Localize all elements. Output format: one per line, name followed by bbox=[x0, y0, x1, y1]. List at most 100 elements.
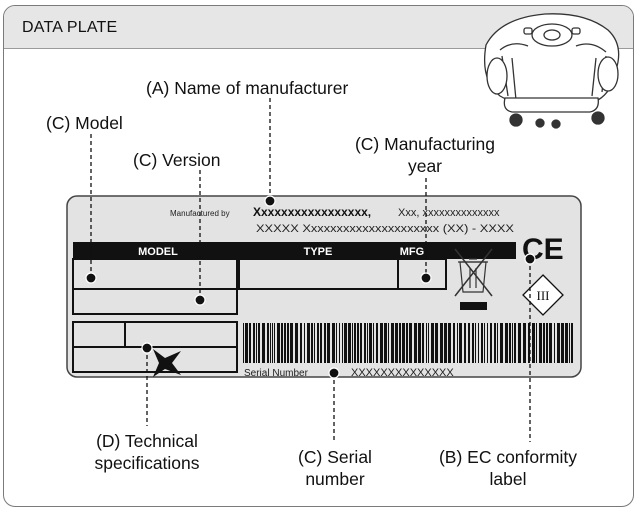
data-plate bbox=[66, 195, 582, 378]
callout-ec-line1: (B) EC conformity bbox=[438, 447, 578, 467]
barcode-bar bbox=[487, 323, 488, 363]
barcode-bar bbox=[327, 323, 330, 363]
class-iii-label: III bbox=[537, 288, 550, 303]
weee-bin-icon bbox=[454, 248, 493, 297]
barcode-bar bbox=[258, 323, 260, 363]
callout-serial-number: (C) Serial number bbox=[270, 446, 400, 490]
barcode-bar bbox=[468, 323, 470, 363]
barcode-bar bbox=[481, 323, 483, 363]
callout-manufacturing-year-line2: year bbox=[407, 156, 443, 176]
callout-ec-line2: label bbox=[489, 469, 527, 489]
barcode-bar bbox=[418, 323, 421, 363]
barcode-bar bbox=[459, 323, 462, 363]
barcode-bar bbox=[431, 323, 434, 363]
barcode-bar bbox=[304, 323, 305, 363]
barcode-bar bbox=[497, 323, 498, 363]
header-bar bbox=[73, 242, 516, 259]
dot-ec bbox=[524, 253, 536, 265]
barcode-bar bbox=[332, 323, 335, 363]
barcode-bar bbox=[475, 323, 476, 363]
plate-boxes bbox=[72, 258, 447, 373]
barcode-bar bbox=[354, 323, 356, 363]
barcode-bar bbox=[367, 323, 368, 363]
barcode-bar bbox=[571, 323, 573, 363]
barcode-bar bbox=[267, 323, 269, 363]
barcode-bar bbox=[274, 323, 275, 363]
barcode-bar bbox=[284, 323, 286, 363]
dot-manufacturer bbox=[264, 195, 276, 207]
barcode-bar bbox=[307, 323, 310, 363]
mfg-box bbox=[397, 258, 447, 290]
type-header: TYPE bbox=[304, 246, 333, 258]
leader-lines bbox=[90, 98, 531, 442]
barcode-bar bbox=[500, 323, 503, 363]
barcode-bar bbox=[364, 323, 366, 363]
barcode-bar bbox=[253, 323, 255, 363]
barcode-bar bbox=[464, 323, 466, 363]
barcode-bar bbox=[494, 323, 496, 363]
barcode-bar bbox=[388, 323, 389, 363]
barcode-bar bbox=[344, 323, 347, 363]
barcode-bar bbox=[311, 323, 313, 363]
callout-technical-line1: (D) Technical bbox=[96, 431, 198, 451]
barcode-bar bbox=[320, 323, 322, 363]
barcode-bar bbox=[314, 323, 315, 363]
callout-serial-line2: number bbox=[305, 469, 365, 489]
callout-dots bbox=[85, 195, 536, 379]
barcode-bar bbox=[549, 323, 552, 363]
barcode-bar bbox=[243, 323, 244, 363]
barcode-bar bbox=[440, 323, 443, 363]
callout-version: (C) Version bbox=[133, 150, 221, 170]
title-divider bbox=[4, 48, 633, 49]
model-box bbox=[72, 258, 238, 315]
barcode-bar bbox=[336, 323, 337, 363]
barcode-bar bbox=[384, 323, 387, 363]
dot-manufacturing-year bbox=[420, 272, 432, 284]
barcode-bar bbox=[565, 323, 568, 363]
barcode-bar bbox=[448, 323, 451, 363]
barcode-bar bbox=[300, 323, 302, 363]
dot-version bbox=[194, 294, 206, 306]
dot-technical bbox=[141, 342, 153, 354]
barcode-bar bbox=[352, 323, 353, 363]
barcode-bar bbox=[395, 323, 398, 363]
barcode-bar bbox=[528, 323, 530, 363]
mfg-header: MFG bbox=[400, 246, 424, 258]
callout-manufacturer: (A) Name of manufacturer bbox=[146, 78, 349, 98]
barcode-bar bbox=[484, 323, 485, 363]
barcode-bar bbox=[426, 323, 427, 363]
barcode-bar bbox=[561, 323, 564, 363]
class-iii-icon: III bbox=[522, 274, 564, 316]
callout-manufacturing-year: (C) Manufacturing year bbox=[325, 133, 525, 177]
address-line-1: Xxx, xxxxxxxxxxxxxx bbox=[398, 207, 500, 219]
barcode-bar bbox=[324, 323, 326, 363]
barcode-bar bbox=[444, 323, 447, 363]
barcode-bar bbox=[457, 323, 458, 363]
motor-icon bbox=[153, 349, 181, 377]
serial-number-value: XXXXXXXXXXXXXX bbox=[351, 367, 454, 379]
barcode-bar bbox=[557, 323, 560, 363]
barcode-bar bbox=[281, 323, 283, 363]
robot-mower-icon bbox=[483, 13, 620, 129]
barcode-bar bbox=[373, 323, 374, 363]
barcode-bar bbox=[360, 323, 362, 363]
barcode-bar bbox=[490, 323, 492, 363]
barcode-bar bbox=[539, 323, 542, 363]
barcode-bar bbox=[290, 323, 293, 363]
barcode-bar bbox=[428, 323, 429, 363]
callout-technical-specifications: (D) Technical specifications bbox=[62, 430, 232, 474]
barcode-bar bbox=[435, 323, 438, 363]
barcode-bar bbox=[380, 323, 383, 363]
barcode-bar bbox=[532, 323, 535, 363]
barcode-bar bbox=[399, 323, 401, 363]
barcode-bar bbox=[272, 323, 273, 363]
dot-serial bbox=[328, 367, 340, 379]
barcode-bar bbox=[512, 323, 513, 363]
barcode-bar bbox=[523, 323, 526, 363]
callout-ec-conformity: (B) EC conformity label bbox=[408, 446, 608, 490]
barcode-bar bbox=[478, 323, 479, 363]
serial-number-label: Serial Number bbox=[244, 368, 309, 379]
barcode-bar bbox=[453, 323, 455, 363]
barcode-bar bbox=[422, 323, 424, 363]
